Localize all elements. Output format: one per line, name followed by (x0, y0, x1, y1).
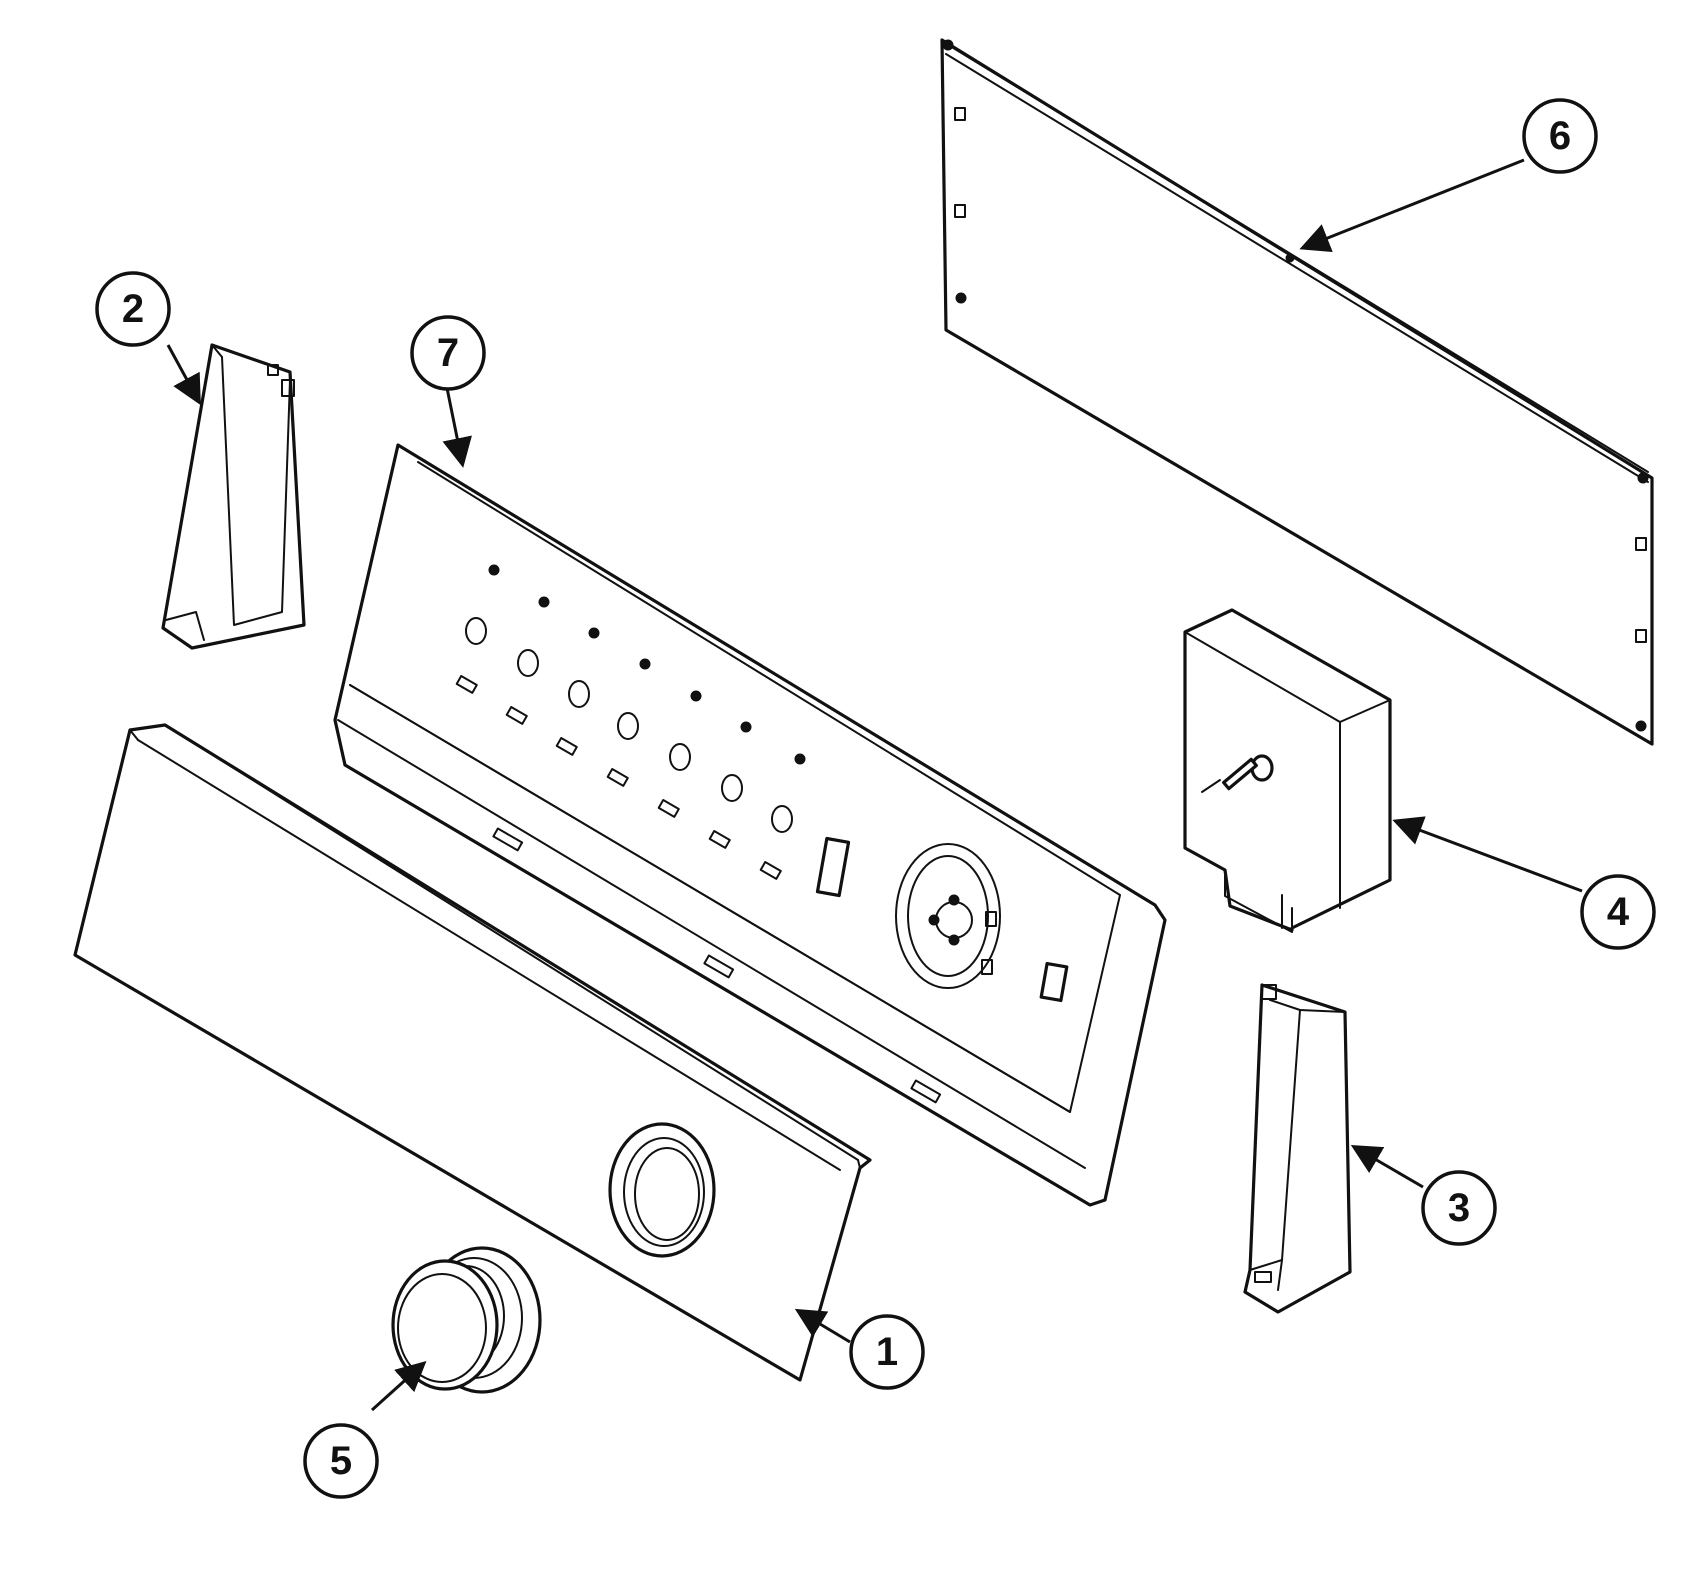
callout-7-label: 7 (437, 331, 459, 375)
callout-7: 7 (410, 315, 486, 391)
left-end-cap-part (161, 343, 306, 650)
callout-1-label: 1 (876, 1330, 898, 1374)
callout-4-label: 4 (1607, 890, 1630, 934)
knob-part (391, 1246, 542, 1394)
panel-slot-holes (455, 675, 782, 880)
callout-5: 5 (303, 1423, 379, 1499)
timer-shaft (1201, 754, 1274, 793)
callout-3: 3 (1421, 1170, 1497, 1246)
front-facia-part (73, 723, 872, 1382)
callout-2: 2 (95, 271, 171, 347)
callout-4: 4 (1580, 874, 1656, 950)
leader-lines (166, 158, 1583, 1412)
rear-panel-part (940, 38, 1654, 746)
timer-opening (895, 843, 1001, 989)
right-end-cap-part (1243, 983, 1352, 1314)
control-panel-part (333, 443, 1167, 1207)
callout-6-label: 6 (1549, 114, 1571, 158)
timer-box-part (1183, 608, 1392, 933)
callout-3-label: 3 (1448, 1186, 1470, 1230)
panel-indicator-holes (488, 564, 806, 765)
callout-6: 6 (1522, 98, 1598, 174)
callout-1: 1 (849, 1314, 925, 1390)
panel-button-holes (465, 617, 793, 833)
callout-5-label: 5 (330, 1439, 352, 1483)
callout-2-label: 2 (122, 287, 144, 331)
